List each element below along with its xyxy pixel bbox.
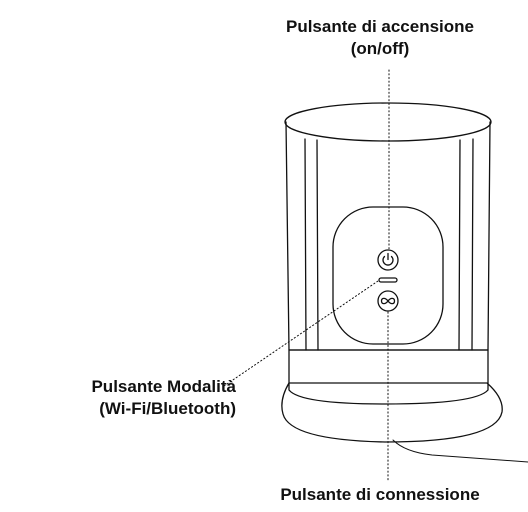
connect-button-label-line1: Pulsante di connessione [280,485,480,504]
speaker-base [281,382,503,443]
power-button-label: Pulsante di accensione (on/off) [234,16,526,60]
mode-button-label: Pulsante Modalità (Wi-Fi/Bluetooth) [0,376,236,420]
power-button-label-line1: Pulsante di accensione [285,17,474,36]
speaker-lower-band [288,349,489,405]
connect-button-label: Pulsante di connessione [234,484,526,506]
power-button-label-line2: (on/off) [350,39,410,58]
speaker-panel-line-right-inner [458,139,461,351]
mode-indicator-icon[interactable] [378,277,398,283]
power-icon[interactable] [377,249,399,271]
speaker-panel-line-right-outer [471,138,474,351]
base-leader [392,439,528,463]
speaker-top-rim [284,102,492,142]
mode-button-label-line2: (Wi-Fi/Bluetooth) [99,399,236,418]
mode-button-label-line1: Pulsante Modalità [91,377,236,396]
mode-button-leader [223,280,379,387]
speaker-panel-line-left-outer [304,138,307,351]
infinity-icon[interactable] [377,290,399,312]
speaker-panel-line-left-inner [316,139,319,351]
control-panel [332,206,444,345]
